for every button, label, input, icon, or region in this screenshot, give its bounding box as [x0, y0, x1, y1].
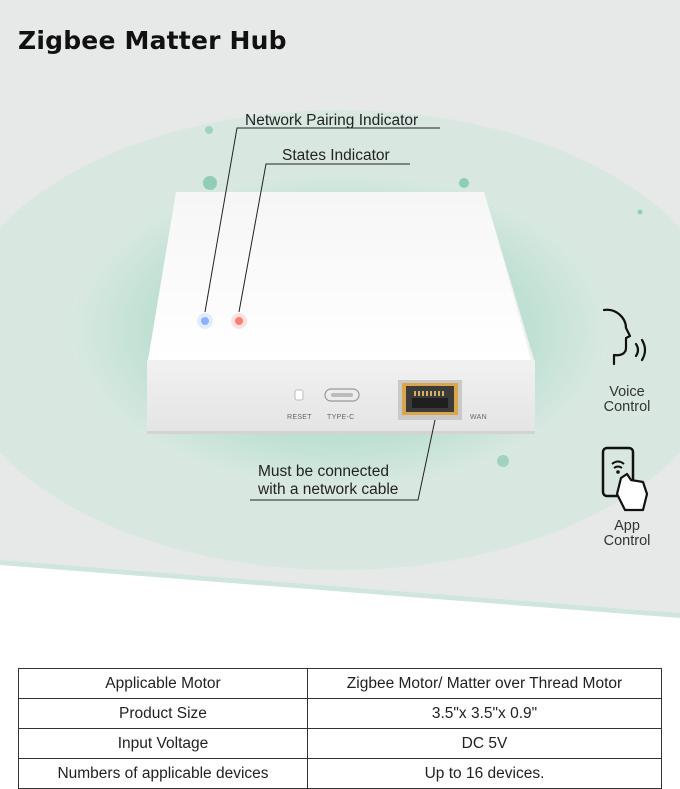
table-row: Applicable Motor Zigbee Motor/ Matter ov…: [18, 668, 662, 699]
signal-dot: [203, 176, 217, 190]
app-control-line1: App: [614, 518, 640, 534]
pairing-callout-line: [204, 127, 440, 313]
hub-device: [147, 192, 535, 434]
hub-top: [148, 192, 534, 360]
signal-dot: [637, 209, 643, 215]
states-indicator-label: States Indicator: [282, 147, 390, 164]
signal-dot: [205, 126, 213, 134]
spec-value: 3.5"x 3.5"x 0.9": [307, 698, 662, 729]
cable-requirement-label: Must be connected with a network cable: [258, 463, 398, 499]
voice-control-label: Voice Control: [587, 385, 667, 415]
spec-key: Input Voltage: [18, 728, 308, 759]
spec-key: Applicable Motor: [18, 668, 308, 699]
bottom-band: [0, 560, 680, 618]
table-row: Input Voltage DC 5V: [18, 728, 662, 759]
spec-key: Product Size: [18, 698, 308, 729]
app-control-label: App Control: [587, 519, 667, 549]
spec-table: Applicable Motor Zigbee Motor/ Matter ov…: [18, 668, 662, 789]
voice-control-line2: Control: [603, 399, 651, 415]
signal-dot: [497, 455, 509, 467]
table-row: Product Size 3.5"x 3.5"x 0.9": [18, 698, 662, 729]
spec-value: DC 5V: [307, 728, 662, 759]
state-led: [235, 317, 243, 325]
cable-requirement-line2: with a network cable: [258, 481, 399, 498]
cable-callout-line: [250, 419, 436, 501]
app-control-line2: Control: [603, 533, 651, 549]
wan-label: WAN: [470, 414, 487, 421]
voice-control-icon: [602, 308, 647, 366]
spec-value: Up to 16 devices.: [307, 758, 662, 789]
page-title: Zigbee Matter Hub: [18, 26, 287, 55]
typec-label: TYPE-C: [327, 414, 355, 421]
app-control-icon: [601, 446, 649, 512]
voice-control-line1: Voice: [609, 384, 645, 400]
state-callout-line: [238, 163, 410, 313]
table-row: Numbers of applicable devices Up to 16 d…: [18, 758, 662, 789]
spec-key: Numbers of applicable devices: [18, 758, 308, 789]
pairing-led: [201, 317, 209, 325]
cable-requirement-line1: Must be connected: [258, 463, 389, 480]
network-pairing-indicator-label: Network Pairing Indicator: [245, 112, 419, 129]
spec-value: Zigbee Motor/ Matter over Thread Motor: [307, 668, 662, 699]
reset-button: [294, 389, 304, 401]
reset-label: RESET: [287, 414, 312, 421]
signal-dot: [459, 178, 469, 188]
